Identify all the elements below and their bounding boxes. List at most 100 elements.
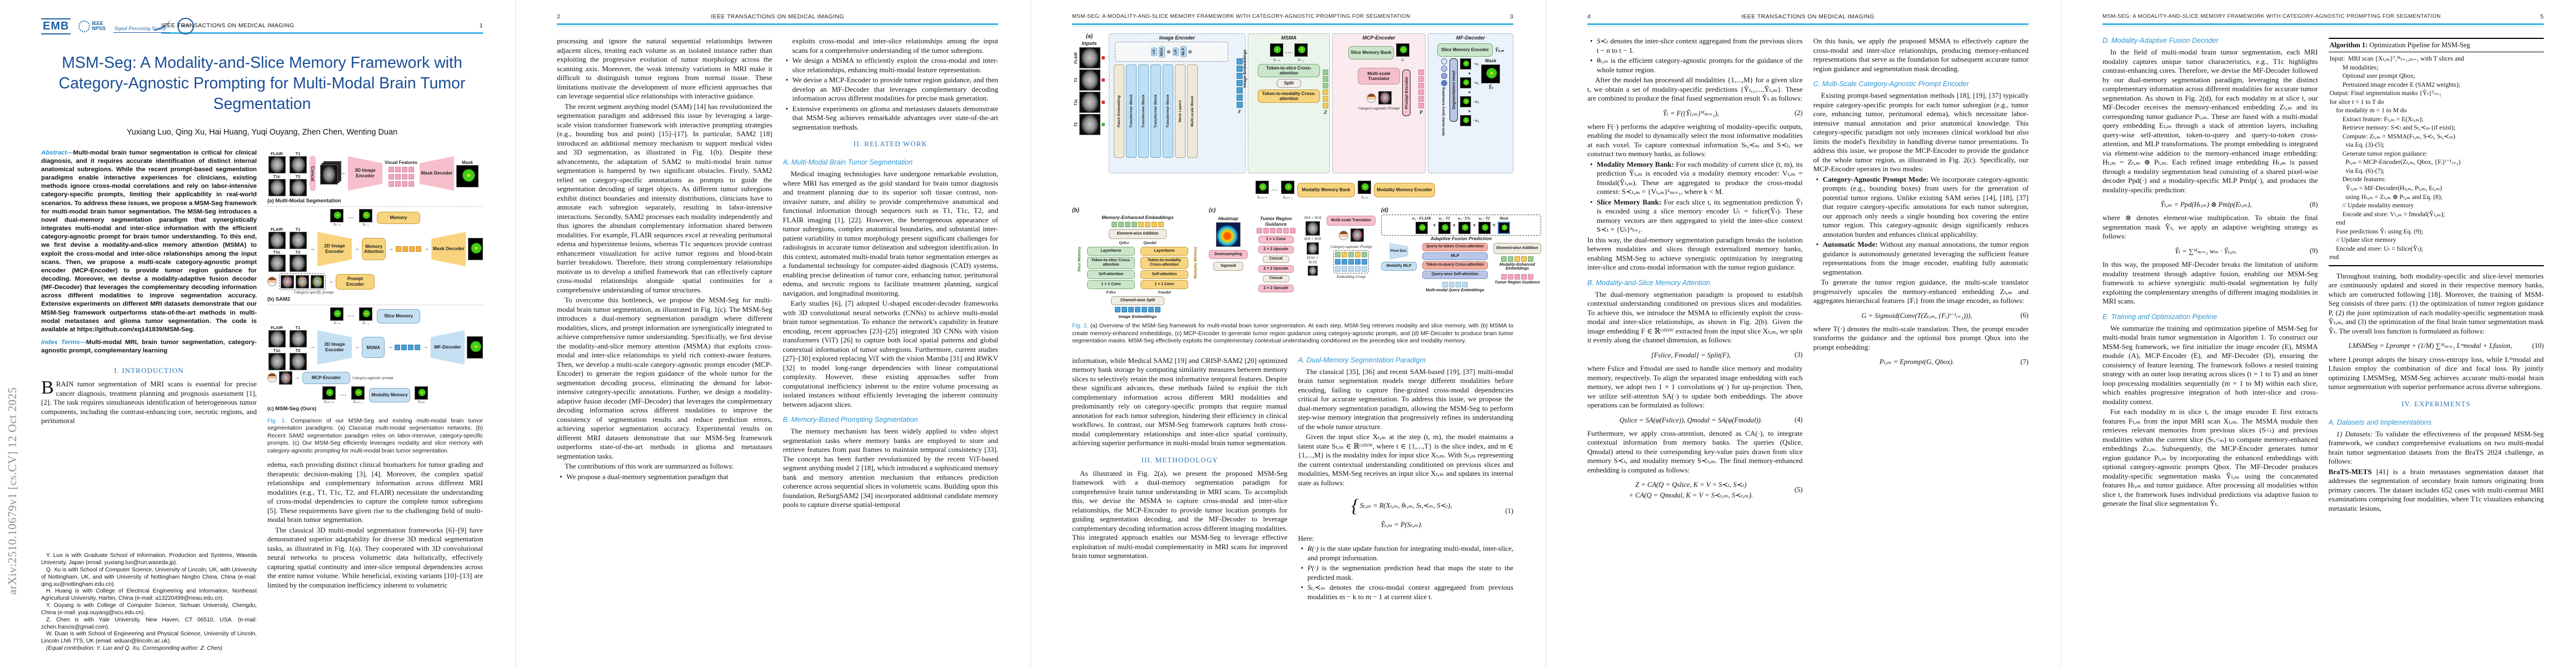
algorithm-line: Pretrained image encoder E (SAM2 weights…: [2329, 81, 2460, 88]
mask-thumb: [1459, 58, 1471, 69]
bullet-item: We propose a dual-memory segmentation pa…: [557, 472, 773, 482]
algorithm-comment: // Update modality memory: [2329, 202, 2414, 210]
feature-tokens: [388, 174, 414, 180]
mask-thumb: [1459, 77, 1471, 88]
fig1-panel-a-tag: (a) Multi-Modal Segmentation: [267, 197, 341, 204]
mri-thumb: [268, 178, 286, 196]
arrow-icon: →: [422, 344, 428, 351]
uffc-logo: UFFC: [177, 18, 195, 34]
modality-enhanced-label: Modality-Enhanced Embeddings: [1499, 263, 1536, 271]
feature-tokens: [396, 246, 422, 252]
paragraph: The classical [35], [36] and recent SAM-…: [1298, 367, 1514, 431]
fig2-panel-b-tag: (b): [1072, 207, 1079, 213]
arrow-icon: →: [354, 246, 360, 252]
modality-label: T1: [295, 325, 301, 330]
mask-decoder-trapezoid: Mask Decoder: [431, 232, 466, 267]
memory-mask-thumb: [330, 307, 343, 321]
equation-number: (1): [1505, 507, 1513, 515]
authors: Yuxiang Luo, Qing Xu, Hai Huang, Yuqi Ou…: [126, 127, 398, 137]
paragraph: where F(·) performs the adaptive weighti…: [1587, 122, 1803, 158]
mri-thumb: [289, 330, 307, 347]
slice-memory-side-label: Slice Memory: [1078, 247, 1082, 272]
arrow-icon: →: [354, 344, 360, 351]
mlp-box: MLP: [1422, 252, 1488, 260]
arrow-icon: →: [388, 246, 394, 252]
bullet-item: θₜ,ₘ is the efficient category-agnostic …: [1587, 56, 1803, 74]
algorithm-line: Ŷₜ,ₘ = MF-Decoder(Hₜ,ₘ, Pₜ,ₘ, Eₜ,ₘ): [2329, 184, 2442, 192]
footnotes: Y. Luo is with Graduate School of Inform…: [41, 552, 257, 653]
algorithm-line: Generate tumor region guidance:: [2329, 150, 2428, 157]
plus-sign: +: [1468, 89, 1471, 95]
algorithm-line: Pₜ,ₘ = MCP-Encoder(Zₜ,ₘ, Qbox, {Fᵢ}ˡ⁻¹ᵢ₌…: [2329, 158, 2461, 166]
journal-name: IEEE TRANSACTIONS ON MEDICAL IMAGING: [161, 22, 295, 29]
volume-stack-icon: [320, 165, 338, 185]
modal-branch: LayerNorm Token-to-modality Cross-attent…: [1140, 247, 1188, 295]
fusion-term-label: w₃ · T1c: [1458, 216, 1471, 221]
modality-label: T2: [295, 249, 301, 255]
fusion-term-label: w₄ · T2: [1478, 216, 1490, 221]
bullet-item: Automatic Mode: Without any manual annot…: [1813, 240, 2029, 277]
weight-label: · w₃: [1473, 99, 1479, 104]
y-tm-label: Ŷₜ,ₘ: [1494, 47, 1504, 53]
slice-label: Sₜ,ₘ: [418, 399, 425, 404]
scale-label: H/8 × W/8: [1304, 237, 1321, 241]
fig2-caption-label: Fig. 2.: [1072, 323, 1089, 329]
column-left: D. Modality-Adaptive Fusion Decoder In t…: [2102, 37, 2318, 653]
subsection-heading: A. Datasets and Implementations: [2328, 418, 2432, 426]
mri-thumb: [289, 352, 307, 370]
algorithm-line: for modality m = 1 to M do: [2329, 107, 2407, 115]
arrow-icon: →: [423, 246, 430, 252]
algorithm-line: Optional user prompt Qbox;: [2329, 72, 2415, 80]
q-slice-label: Qslice: [1119, 241, 1129, 245]
figure-2: (a) Inputs FLAIR T1 T1c T2 Image Encoder…: [1072, 33, 1541, 319]
paragraph: where ⊗ denotes element-wise multiplicat…: [2102, 213, 2318, 241]
pixel-decoder-trapezoid: Pixel Dec.: [1389, 243, 1408, 260]
prompt-thumb: [1350, 228, 1364, 242]
embedding-group-box: [1333, 250, 1369, 273]
paragraph: We summarize the training and optimizati…: [2102, 323, 2318, 406]
equation-number: (8): [2309, 200, 2318, 208]
memory-mask-thumb: [1396, 43, 1409, 57]
algorithm-line: via Eq. (3)-(5);: [2329, 141, 2385, 149]
image-encoder-trapezoid: 2D Image Encoder: [317, 330, 352, 365]
prompt-thumb: [1378, 91, 1392, 104]
equation-number: (10): [2532, 341, 2544, 350]
sps-label: Signal Processing Society: [114, 25, 167, 31]
footnote: Q. Xu is with School of Computer Science…: [41, 566, 257, 588]
msa-block: MSA: [1158, 46, 1165, 58]
prompt-thumb: [279, 371, 292, 385]
equation-number: (5): [1794, 486, 1803, 494]
transformer-block: Transformer Block: [1126, 64, 1137, 158]
algorithm-line: Output: Final segmentation masks {Ŷₜ}ᵀₜ₌…: [2329, 89, 2442, 97]
scale-thumb: [1305, 221, 1320, 236]
footnote: H. Huang is with College of Electrical E…: [41, 588, 257, 602]
fusion-term-label: Mask: [1499, 216, 1508, 221]
equation-10: LMSMSeg = Lprompt + (1/M) ∑ᴹₘ₌₁ Lᵐmodal …: [2348, 341, 2544, 350]
column-right: FLAIR T1 T1c T2 Concat → 3D Image Encode…: [267, 149, 483, 653]
slice-label: Sₜ: [1401, 58, 1404, 62]
abstract: Abstract—Multi-modal brain tumor segment…: [41, 149, 257, 334]
journal-row: IEEE TRANSACTIONS ON MEDICAL IMAGING 1: [161, 22, 483, 29]
mask-thumb: [467, 336, 483, 359]
modality-label: FLAIR: [270, 226, 283, 232]
fig2-panel-a-tag: (a): [1085, 33, 1093, 39]
slice-branch: LayerNorm Token-to-slice Cross-attention…: [1087, 247, 1135, 295]
token-to-slice-attention-box: Token-to-slice Cross-attention: [1258, 64, 1320, 77]
section-heading-related-work: II. RELATED WORK: [853, 140, 928, 148]
modality-label: T2: [1074, 122, 1078, 127]
weight-label: · w₂: [1473, 81, 1479, 85]
modality-label: T1c: [273, 347, 281, 353]
encoder-blocks: Patch Embedding Transformer Block Transf…: [1114, 64, 1243, 158]
mcp-encoder-region: MCP-Encoder Slice Memory Bank Sₜ Multi-s…: [1332, 33, 1426, 173]
prompt-thumb: [296, 275, 309, 288]
memory-mask-thumb: [415, 386, 428, 400]
paragraph: On this basis, we apply the proposed MSM…: [1813, 37, 2029, 73]
subsection-heading: A. Dual-Memory Segmentation Paradigm: [1298, 356, 1426, 364]
f-modal-label: Fmodal: [1158, 290, 1171, 295]
adaptive-fusion-label: Adaptive Fusion Prediction: [1430, 236, 1492, 241]
adaptive-fusion-box: w₁ · FLAIR + w₂ · T1 + w₃ · T1c + w₄ · T…: [1381, 215, 1541, 236]
scale-thumb: [1307, 266, 1318, 276]
mask-decoder-trapezoid: Mask Decoder: [420, 156, 454, 191]
mask-thumb: [1459, 96, 1471, 107]
equation-4: Qslice = SA(φ(Fslice)), Qmodal = SA(φ(Fm…: [1619, 416, 1803, 424]
